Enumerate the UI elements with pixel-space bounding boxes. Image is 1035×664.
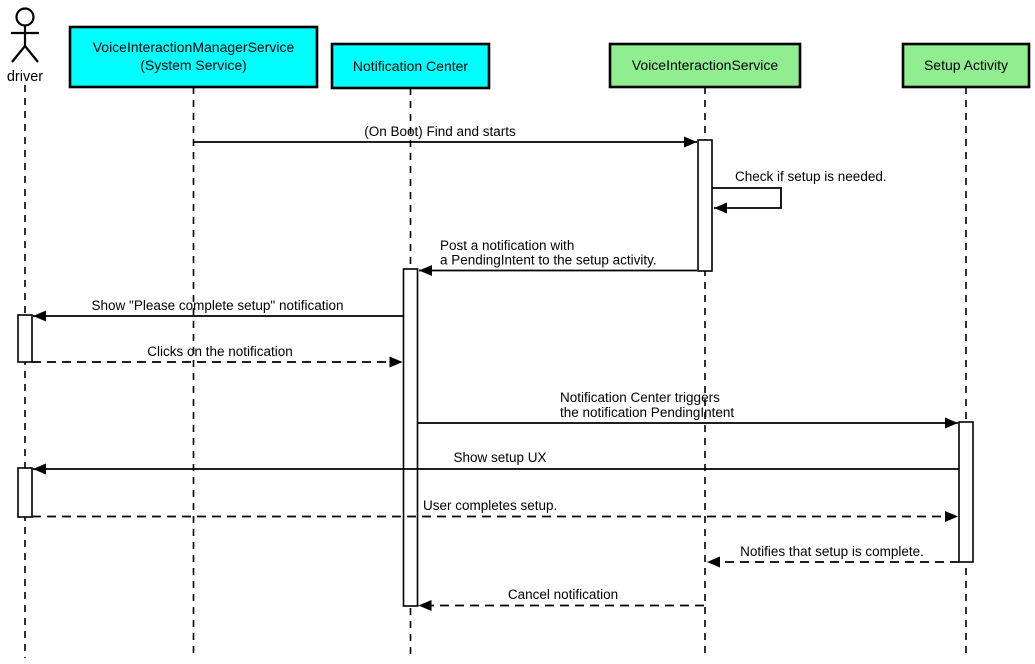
- participant-rect: [901, 42, 1031, 89]
- participant-box-voice-interaction-manager-service: VoiceInteractionManagerService (System S…: [68, 25, 319, 89]
- participant-label-line1: VoiceInteractionManagerService: [93, 39, 295, 55]
- actor-leg-right: [24, 45, 39, 63]
- participant-box-notification-center: Notification Center: [330, 42, 491, 90]
- message-label: Show setup UX: [453, 450, 546, 465]
- message-label: User completes setup.: [423, 498, 557, 513]
- activation-setup-activity: [958, 421, 974, 563]
- actor-leg-left: [11, 45, 26, 63]
- message-label: Cancel notification: [508, 587, 618, 602]
- participant-box-voice-interaction-service: VoiceInteractionService: [608, 42, 802, 89]
- message-self-loop: [712, 187, 782, 214]
- message-notifies-setup-complete: Notifies that setup is complete.: [707, 544, 959, 568]
- participant-box-setup-activity: Setup Activity: [901, 42, 1031, 89]
- message-label: Clicks on the notification: [147, 344, 293, 359]
- participant-label: VoiceInteractionService: [632, 57, 779, 73]
- message-show-setup-ux: Show setup UX: [33, 450, 959, 475]
- message-post-a-notification: Post a notification with a PendingIntent…: [419, 238, 697, 276]
- message-label-line2: a PendingIntent to the setup activity.: [440, 253, 657, 268]
- message-label: Notifies that setup is complete.: [740, 544, 924, 559]
- message-on-boot-find-and-starts: (On Boot) Find and starts: [193, 124, 697, 148]
- actor-head: [15, 7, 35, 27]
- activation-voice-interaction-service: [697, 139, 713, 272]
- activation-driver-2: [17, 467, 33, 518]
- participant-rect: [608, 42, 802, 89]
- message-label-line2: the notification PendingIntent: [560, 405, 734, 420]
- message-check-if-setup-is-needed: Check if setup is needed.: [712, 169, 887, 214]
- message-label: (On Boot) Find and starts: [364, 124, 516, 139]
- message-cancel-notification: Cancel notification: [418, 587, 704, 611]
- activation-notification-center: [402, 268, 419, 607]
- message-label: Show "Please complete setup" notificatio…: [92, 298, 344, 313]
- message-label-line1: Notification Center triggers: [560, 390, 720, 405]
- message-notification-center-triggers-pendingintent: Notification Center triggers the notific…: [417, 390, 958, 429]
- participant-label: Notification Center: [353, 58, 469, 74]
- actor-label: driver: [7, 69, 43, 85]
- participant-label-line2: (System Service): [140, 57, 247, 73]
- participant-label: Setup Activity: [924, 57, 1008, 73]
- message-user-completes-setup: User completes setup.: [32, 498, 958, 522]
- message-clicks-on-the-notification: Clicks on the notification: [32, 344, 403, 368]
- message-show-please-complete-setup-notification: Show "Please complete setup" notificatio…: [33, 298, 404, 322]
- message-label: Check if setup is needed.: [735, 169, 887, 184]
- actor-driver: driver: [7, 7, 43, 85]
- activation-driver-1: [17, 314, 33, 363]
- message-label-line1: Post a notification with: [440, 238, 574, 253]
- participant-rect: [68, 25, 319, 89]
- participant-rect: [330, 42, 491, 90]
